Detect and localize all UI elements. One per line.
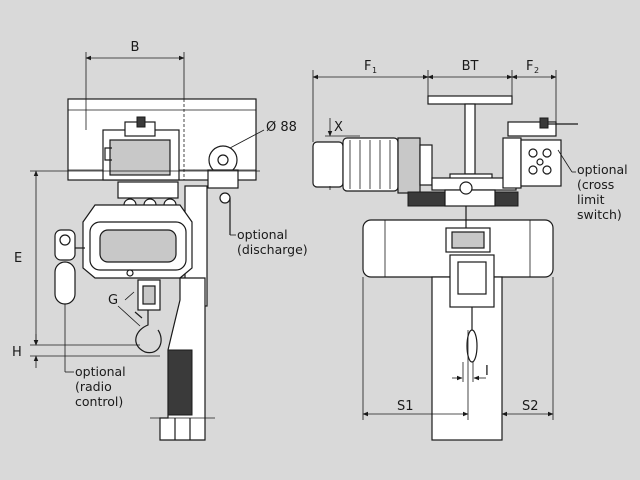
dim-bottom-row: S1 S2	[362, 277, 554, 420]
discharge-guide	[184, 145, 239, 307]
cross-limit-switch	[507, 117, 578, 187]
note-discharge-line2: (discharge)	[237, 242, 308, 257]
label-I: I	[485, 364, 489, 379]
dim-top-row: F 1 BT F 2	[312, 59, 557, 142]
chain-container-side	[150, 277, 215, 441]
note-cross-line2: (cross	[577, 177, 614, 192]
i-beam	[427, 95, 513, 183]
note-radio-line1: optional	[75, 364, 126, 379]
trolley-front	[407, 137, 522, 207]
label-X: X	[334, 120, 343, 135]
label-F1-sub: 1	[372, 66, 377, 75]
label-BT: BT	[462, 59, 479, 74]
hoist-body-side	[82, 204, 193, 279]
trolley-side	[102, 116, 180, 212]
label-S1: S1	[397, 399, 414, 414]
dim-G: G	[108, 291, 141, 327]
radio-control-unit	[54, 229, 85, 305]
side-view: B Ø 88 E H G optional (di	[12, 40, 308, 441]
note-cross-line1: optional	[577, 162, 628, 177]
label-F2: F	[526, 59, 533, 74]
dim-H: H	[12, 334, 160, 368]
note-radio-line3: control)	[75, 394, 123, 409]
dim-X: X	[325, 118, 360, 190]
label-G: G	[108, 293, 118, 308]
label-H: H	[12, 345, 22, 360]
dim-B: B	[85, 40, 185, 130]
note-cross-line3: limit	[577, 192, 605, 207]
label-diameter: Ø 88	[266, 120, 297, 135]
label-B: B	[131, 40, 140, 55]
dim-E: E	[14, 170, 260, 346]
dim-diameter: Ø 88	[229, 120, 297, 149]
label-F1: F	[364, 59, 371, 74]
label-E: E	[14, 251, 22, 266]
note-discharge-line1: optional	[237, 227, 288, 242]
note-radio-line2: (radio	[75, 379, 112, 394]
dim-I: I	[452, 362, 489, 382]
note-cross-line4: switch)	[577, 207, 622, 222]
front-view: F 1 BT F 2 X S1 S2 I	[312, 59, 628, 441]
hook-block-side	[134, 279, 162, 354]
travel-motor	[312, 137, 433, 194]
hook-block-front	[445, 206, 495, 363]
label-S2: S2	[522, 399, 539, 414]
label-F2-sub: 2	[534, 66, 539, 75]
